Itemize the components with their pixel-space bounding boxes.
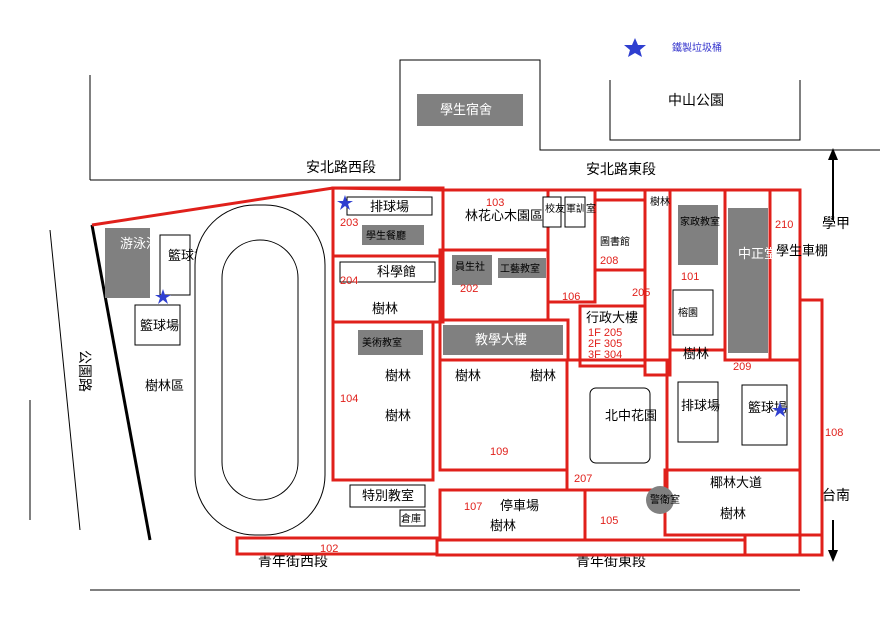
- road-gongyuan: 公園路: [76, 350, 92, 392]
- trees-label: 樹林: [530, 369, 556, 384]
- zone-102: 102: [320, 543, 338, 555]
- trees-label: 樹林: [720, 507, 746, 522]
- home-ec-label: 家政教室: [680, 215, 720, 228]
- dorm-block: [417, 94, 523, 126]
- star-icon: [337, 195, 353, 210]
- legend-label: 鐵製垃圾桶: [672, 41, 722, 54]
- zone-108: 108: [825, 427, 843, 439]
- art-class-label: 美術教室: [362, 336, 402, 349]
- rongyuan-label: 榕園: [678, 306, 698, 319]
- zone-201: 202: [460, 283, 478, 295]
- zone-107: 107: [464, 501, 482, 513]
- zone-101: 101: [681, 271, 699, 283]
- trees-label: 樹林: [490, 519, 516, 534]
- zone-106: 106: [562, 291, 580, 303]
- zone-104: 104: [340, 393, 358, 405]
- volleyball-s-label: 排球場: [681, 399, 720, 414]
- storage-label: 倉庫: [401, 512, 421, 525]
- road-anbei-east: 安北路東段: [586, 162, 656, 178]
- special-class-label: 特別教室: [362, 488, 414, 504]
- zone-105: 105: [600, 515, 618, 527]
- admin-room-1: 1F 205: [588, 327, 622, 339]
- zone-208: 209: [733, 361, 751, 373]
- volleyball-n-label: 排球場: [370, 200, 409, 215]
- road-anbei-west: 安北路西段: [306, 160, 376, 176]
- teaching-label: 教學大樓: [475, 332, 527, 348]
- zone-204: 205: [632, 287, 650, 299]
- legend: 鐵製垃圾桶: [624, 38, 722, 57]
- star-icon: [155, 289, 171, 304]
- zone-210: 210: [775, 219, 793, 231]
- zone-outlines: [91, 186, 824, 557]
- trees-label: 樹林: [455, 369, 481, 384]
- parking-label: 停車場: [500, 498, 539, 514]
- forest-zone-label: 樹林區: [145, 379, 184, 394]
- admin-label: 行政大樓: [586, 311, 638, 326]
- trees-label: 樹林: [372, 302, 398, 317]
- military-label: 軍訓室: [566, 202, 596, 215]
- zone-207: 208: [600, 255, 618, 267]
- zone-numbers: 103 203 204 104 202 106 208 205 101 210 …: [320, 197, 843, 555]
- zone-206: 207: [574, 473, 592, 485]
- pool-label: 游泳池: [120, 237, 159, 252]
- trees-b-label: 樹林: [650, 195, 670, 208]
- tech-class-label: 工藝教室: [500, 262, 540, 275]
- zone-103: 103: [486, 197, 504, 209]
- trees-label: 樹林: [683, 347, 709, 362]
- admin-room-2: 2F 305: [588, 338, 622, 350]
- north-garden-label: 北中花園: [605, 408, 657, 424]
- zone-109: 109: [490, 446, 508, 458]
- trees-label: 樹林: [385, 369, 411, 384]
- lin-garden-label: 林花心木園區: [465, 208, 543, 224]
- road-xuejia: 學甲: [822, 216, 850, 232]
- pool-block: [105, 228, 150, 298]
- library-label: 圖書館: [600, 235, 630, 248]
- zhongshan-park-label: 中山公園: [668, 93, 724, 109]
- cafeteria-label: 學生餐廳: [366, 229, 406, 242]
- guard-label: 警衛室: [650, 493, 680, 506]
- zhongzheng-label: 中正堂: [738, 247, 777, 262]
- road-qingnian-east: 青年街東段: [576, 554, 646, 570]
- coconut-label: 椰林大道: [710, 476, 762, 491]
- dorm-label: 學生宿舍: [440, 102, 492, 118]
- star-icon: [772, 402, 788, 417]
- admin-room-3: 3F 304: [588, 349, 622, 361]
- zone-203: 204: [340, 275, 358, 287]
- basketball-w2-label: 籃球場: [140, 319, 179, 334]
- road-qingnian-west: 青年街西段: [258, 554, 328, 570]
- staff-coop-label: 員生社: [455, 260, 485, 273]
- garbage-bin-star-icon: [624, 38, 646, 57]
- zone-202: 203: [340, 217, 358, 229]
- road-tainan: 台南: [822, 488, 850, 504]
- trees-label: 樹林: [385, 409, 411, 424]
- science-label: 科學館: [377, 265, 416, 280]
- bike-shed-label: 學生車棚: [776, 244, 828, 259]
